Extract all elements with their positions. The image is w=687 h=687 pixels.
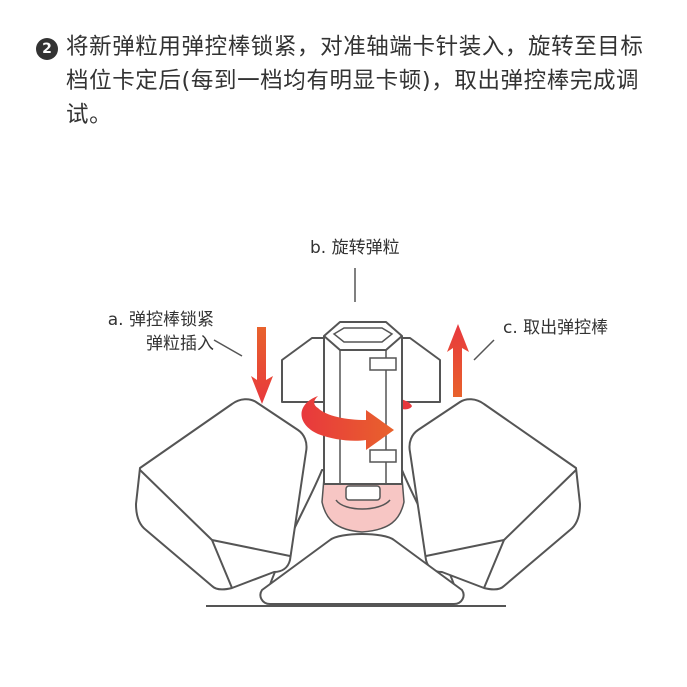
label-insert-line1: a. 弹控棒锁紧 xyxy=(107,310,214,330)
leader-line-a xyxy=(213,339,243,357)
step-number-badge: 2 xyxy=(36,38,58,60)
switch-pin-area xyxy=(321,477,405,533)
label-insert: a. 弹控棒锁紧 弹粒插入 xyxy=(0,308,214,356)
arrow-up-icon xyxy=(447,324,469,397)
arrow-down-icon xyxy=(251,327,273,404)
front-keycap xyxy=(259,533,465,605)
control-rod xyxy=(323,321,403,485)
label-remove: c. 取出弹控棒 xyxy=(503,318,609,338)
step-description: 将新弹粒用弹控棒锁紧，对准轴端卡针装入，旋转至目标档位卡定后(每到一档均有明显卡… xyxy=(66,34,644,128)
right-keycap xyxy=(408,398,581,591)
leader-line-c xyxy=(473,339,495,361)
label-insert-line2: 弹粒插入 xyxy=(146,334,214,354)
label-rotate: b. 旋转弹粒 xyxy=(310,238,400,258)
left-keycap xyxy=(135,398,308,591)
instruction: 2 将新弹粒用弹控棒锁紧，对准轴端卡针装入，旋转至目标档位卡定后(每到一档均有明… xyxy=(36,30,656,132)
rotate-arrow-icon xyxy=(301,396,394,450)
